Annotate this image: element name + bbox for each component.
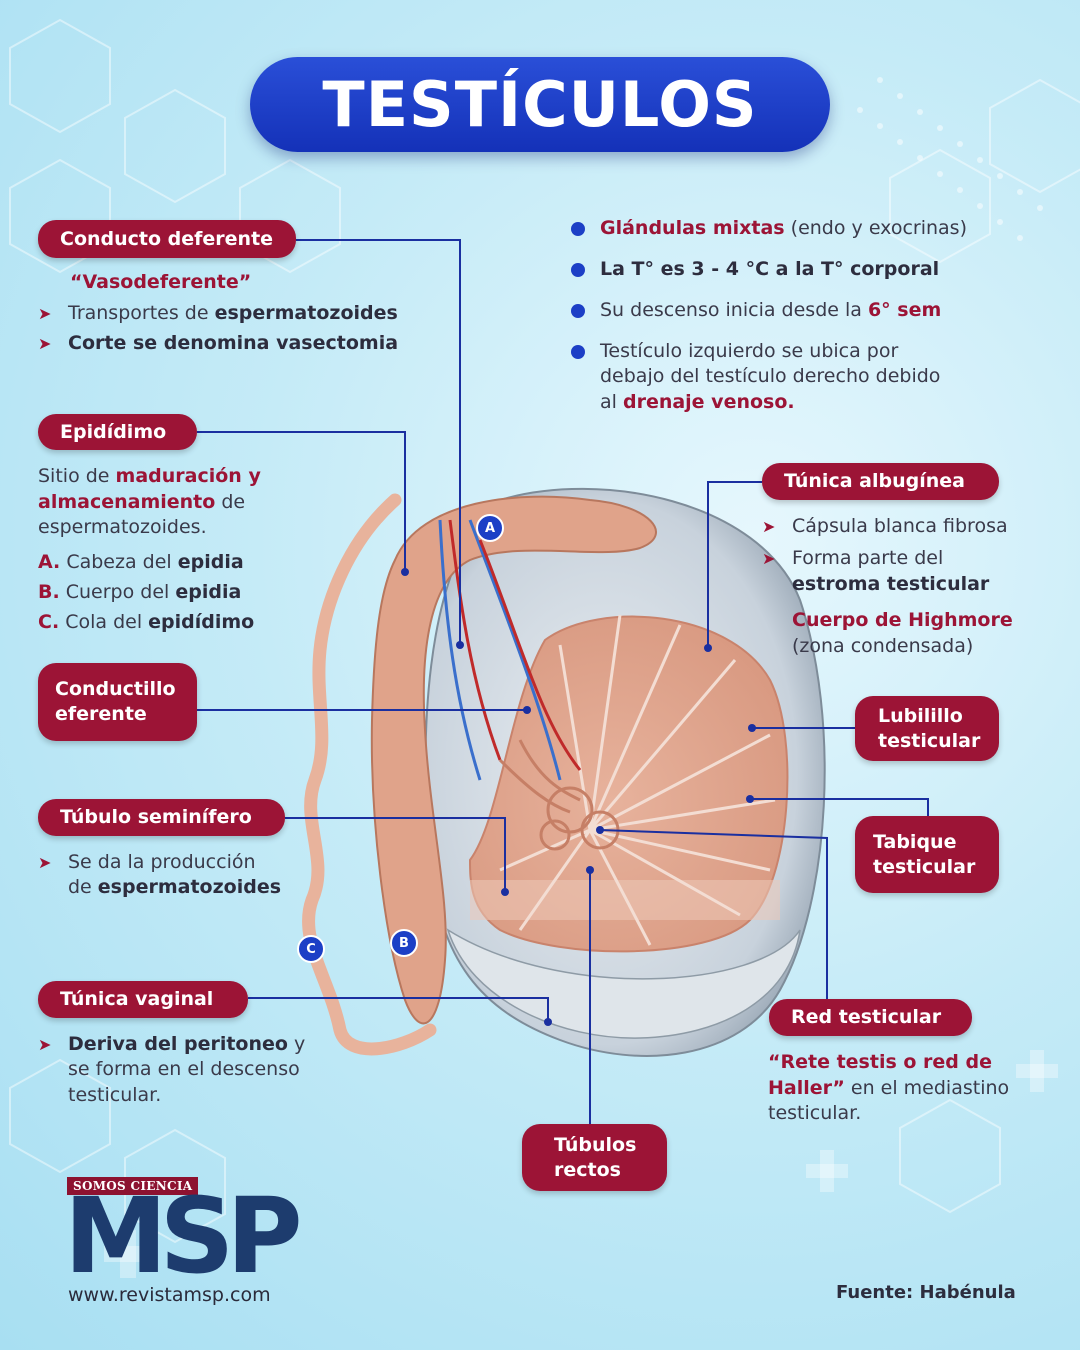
- page-title: TESTÍCULOS: [322, 68, 758, 141]
- fact-3: Su descenso inicia desde la 6° sem: [600, 299, 942, 321]
- fact-bullet-4: [571, 345, 585, 359]
- red-testicular-desc-1: “Rete testis o red de: [768, 1051, 993, 1073]
- albuginea-bullet-2: ➤Forma parte del: [762, 547, 944, 569]
- albuginea-bullet-2-cont: estroma testicular: [792, 573, 990, 595]
- badge-c: C: [297, 935, 325, 963]
- label-epididimo: Epidídimo: [38, 414, 197, 450]
- badge-b: B: [390, 929, 418, 957]
- tunica-vaginal-desc-1: ➤Deriva del peritoneo y: [38, 1033, 306, 1055]
- fact-4-line-3: al drenaje venoso.: [600, 391, 795, 413]
- tunica-vaginal-desc-2: se forma en el descenso: [68, 1058, 300, 1080]
- epididimo-part-b: B. Cuerpo del epidia: [38, 581, 242, 603]
- tubulo-seminifero-desc-2: de espermatozoides: [68, 876, 282, 898]
- highmore-title: Cuerpo de Highmore: [792, 609, 1013, 631]
- conducto-bullet-2: ➤Corte se denomina vasectomia: [38, 332, 399, 354]
- red-testicular-desc-2: Haller” en el mediastino: [768, 1077, 1010, 1099]
- albuginea-bullet-1: ➤Cápsula blanca fibrosa: [762, 515, 1008, 537]
- fact-bullet-3: [571, 304, 585, 318]
- conducto-alias: “Vasodeferente”: [70, 271, 252, 293]
- highmore-sub: (zona condensada): [792, 635, 974, 657]
- logo-msp: MSP: [64, 1175, 303, 1297]
- epididimo-desc-2: almacenamiento de: [38, 491, 246, 513]
- conducto-bullet-1: ➤Transportes de espermatozoides: [38, 302, 398, 324]
- red-testicular-desc-3: testicular.: [768, 1102, 862, 1124]
- label-tunica-vaginal: Túnica vaginal: [38, 981, 248, 1018]
- fact-4-line-1: Testículo izquierdo se ubica por: [600, 340, 899, 362]
- title-banner: TESTÍCULOS: [250, 57, 830, 152]
- label-red-testicular: Red testicular: [769, 999, 972, 1036]
- label-conducto-deferente: Conducto deferente: [38, 220, 296, 258]
- epididimo-desc-1: Sitio de maduración y: [38, 465, 261, 487]
- epididimo-part-a: A. Cabeza del epidia: [38, 551, 244, 573]
- epididimo-desc-3: espermatozoides.: [38, 516, 207, 538]
- label-tunica-albuginea: Túnica albugínea: [762, 463, 999, 500]
- logo-url[interactable]: www.revistamsp.com: [68, 1284, 271, 1306]
- fact-1: Glándulas mixtas (endo y exocrinas): [600, 217, 967, 239]
- fact-4-line-2: debajo del testículo derecho debido: [600, 365, 941, 387]
- label-tubulo-seminifero: Túbulo seminífero: [38, 799, 285, 836]
- logo-tagline: SOMOS CIENCIA: [67, 1177, 199, 1195]
- tunica-vaginal-desc-3: testicular.: [68, 1084, 162, 1106]
- source-credit: Fuente: Habénula: [836, 1282, 1016, 1303]
- badge-a: A: [476, 514, 504, 542]
- epididimo-part-c: C. Cola del epidídimo: [38, 611, 255, 633]
- tubulo-seminifero-desc-1: ➤Se da la producción: [38, 851, 256, 873]
- fact-bullet-2: [571, 263, 585, 277]
- fact-bullet-1: [571, 222, 585, 236]
- fact-2: La T° es 3 - 4 °C a la T° corporal: [600, 258, 940, 280]
